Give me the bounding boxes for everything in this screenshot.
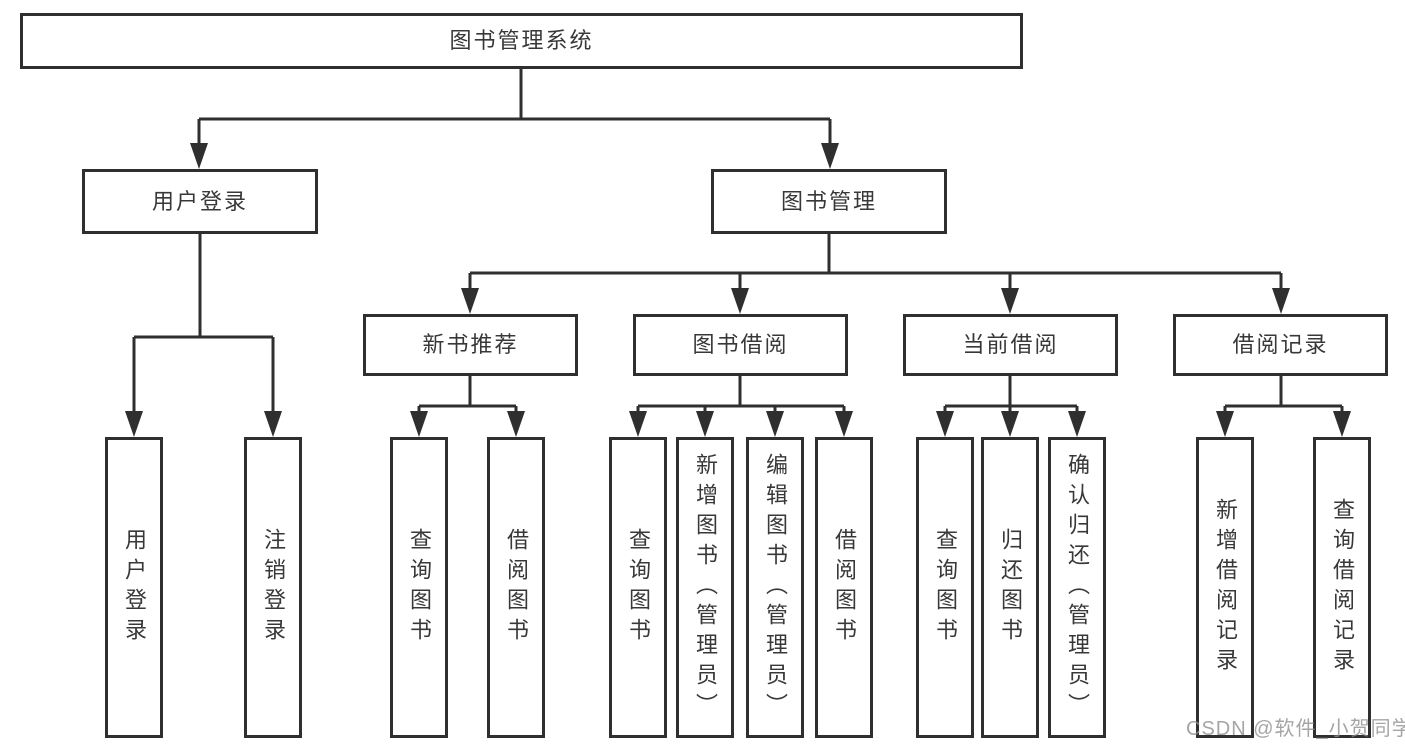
node-label: 查询借阅记录 (1330, 497, 1355, 678)
arrowheads (125, 143, 1351, 437)
node-new-book-recommendation: 新书推荐 (363, 314, 578, 376)
leaf-add-borrow-record: 新增借阅记录 (1196, 437, 1254, 738)
leaf-return-books: 归还图书 (981, 437, 1039, 738)
leaf-user-login: 用户登录 (105, 437, 163, 738)
node-label: 借阅图书 (832, 527, 857, 648)
node-label: 图书管理系统 (449, 28, 594, 53)
node-book-management: 图书管理 (711, 169, 947, 234)
watermark: CSDN @软件_小贺同学 (1186, 718, 1405, 740)
node-label: 新增借阅记录 (1213, 497, 1238, 678)
leaf-add-books-admin: 新增图书（管理员） (676, 437, 734, 738)
node-library-management-system: 图书管理系统 (20, 13, 1023, 69)
leaf-logout-login: 注销登录 (244, 437, 302, 738)
node-label: 当前借阅 (962, 332, 1059, 357)
node-label: 归还图书 (998, 527, 1023, 648)
node-label: 新书推荐 (422, 332, 519, 357)
node-label: 确认归还（管理员） (1065, 452, 1090, 723)
leaf-edit-books-admin: 编辑图书（管理员） (746, 437, 804, 738)
node-user-login: 用户登录 (82, 169, 318, 234)
node-current-borrowing: 当前借阅 (903, 314, 1118, 376)
leaf-query-books-recommend: 查询图书 (390, 437, 448, 738)
leaf-query-borrow-record: 查询借阅记录 (1313, 437, 1371, 738)
node-book-borrowing: 图书借阅 (633, 314, 848, 376)
leaf-confirm-return-admin: 确认归还（管理员） (1048, 437, 1106, 738)
node-label: 借阅记录 (1232, 332, 1329, 357)
node-label: 新增图书（管理员） (693, 452, 718, 723)
node-label: 图书管理 (780, 188, 877, 214)
leaf-borrow-books-borrowing: 借阅图书 (815, 437, 873, 738)
node-label: 注销登录 (261, 527, 286, 648)
leaf-query-books-borrowing: 查询图书 (609, 437, 667, 738)
node-label: 查询图书 (407, 527, 432, 648)
node-label: 编辑图书（管理员） (763, 452, 788, 723)
node-borrowing-records: 借阅记录 (1173, 314, 1388, 376)
leaf-query-books-current: 查询图书 (916, 437, 974, 738)
node-label: 图书借阅 (692, 332, 789, 357)
leaf-borrow-books-recommend: 借阅图书 (487, 437, 545, 738)
node-label: 借阅图书 (504, 527, 529, 648)
node-label: 用户登录 (151, 188, 248, 214)
node-label: 查询图书 (626, 527, 651, 648)
node-label: 用户登录 (122, 527, 147, 648)
node-label: 查询图书 (933, 527, 958, 648)
